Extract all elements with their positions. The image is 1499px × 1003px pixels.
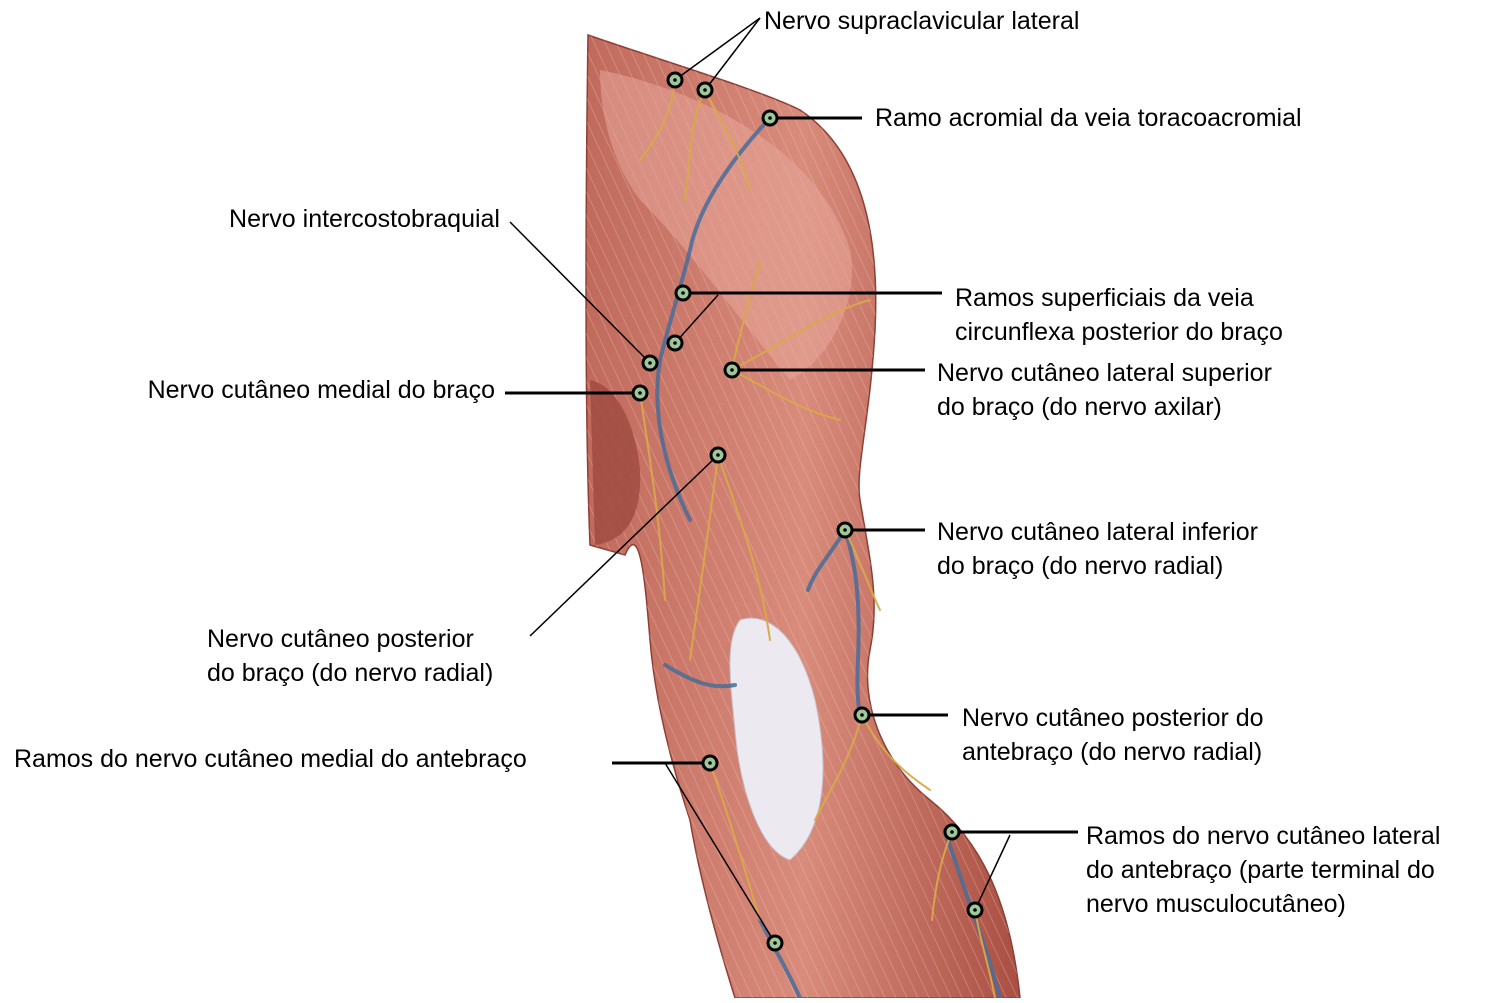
pointer-marker-dot	[773, 941, 777, 945]
pointer-marker-dot	[730, 368, 734, 372]
pointer-marker-dot	[860, 713, 864, 717]
pointer-marker-dot	[973, 908, 977, 912]
pointer-marker-dot	[716, 453, 720, 457]
label-medial-braco: Nervo cutâneo medial do braço	[70, 373, 495, 407]
pointer-marker-dot	[673, 341, 677, 345]
pointer-marker-dot	[843, 528, 847, 532]
pointer-marker-dot	[950, 830, 954, 834]
pointer-marker-dot	[648, 361, 652, 365]
pointer-marker-dot	[768, 116, 772, 120]
label-supraclavicular: Nervo supraclavicular lateral	[764, 4, 1079, 38]
pointer-marker-dot	[681, 291, 685, 295]
pointer-marker-dot	[703, 88, 707, 92]
label-intercostobraquial: Nervo intercostobraquial	[150, 202, 500, 236]
label-medial-antebraco: Ramos do nervo cutâneo medial do antebra…	[14, 742, 527, 776]
pointer-marker-dot	[673, 78, 677, 82]
label-acromial: Ramo acromial da veia toracoacromial	[875, 101, 1302, 135]
pointer-marker-dot	[708, 761, 712, 765]
pointer-marker-dot	[638, 391, 642, 395]
